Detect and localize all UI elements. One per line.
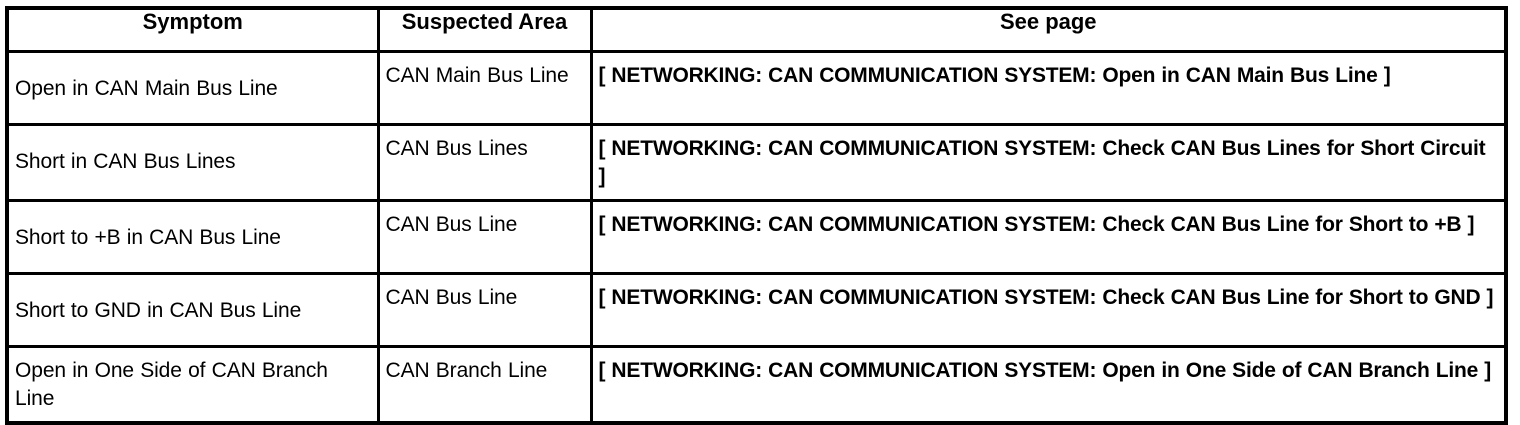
see-page-reference: [ NETWORKING: CAN COMMUNICATION SYSTEM: … [598, 213, 1475, 236]
cell-see-page: [ NETWORKING: CAN COMMUNICATION SYSTEM: … [591, 273, 1506, 348]
cell-suspected-area: CAN Bus Lines [378, 124, 593, 202]
symptom-text: Open in One Side of CAN Branch Line [15, 359, 328, 410]
table-row: Short to +B in CAN Bus Line CAN Bus Line… [7, 200, 1506, 275]
cell-suspected-area: CAN Bus Line [378, 273, 593, 348]
cell-see-page: [ NETWORKING: CAN COMMUNICATION SYSTEM: … [591, 200, 1506, 275]
table-body: Open in CAN Main Bus Line CAN Main Bus L… [7, 51, 1506, 423]
table-row: Short in CAN Bus Lines CAN Bus Lines [ N… [7, 124, 1506, 202]
cell-symptom: Open in CAN Main Bus Line [7, 51, 380, 126]
cell-symptom: Short to GND in CAN Bus Line [7, 273, 380, 348]
table-row: Open in One Side of CAN Branch Line CAN … [7, 346, 1506, 423]
see-page-reference: [ NETWORKING: CAN COMMUNICATION SYSTEM: … [598, 137, 1486, 188]
column-header-symptom-label: Symptom [142, 9, 243, 34]
table-header-row: Symptom Suspected Area See page [7, 8, 1506, 53]
suspected-area-text: CAN Bus Lines [385, 137, 528, 160]
symptom-text: Short to GND in CAN Bus Line [15, 299, 302, 322]
column-header-suspected-area-label: Suspected Area [401, 9, 568, 34]
cell-see-page: [ NETWORKING: CAN COMMUNICATION SYSTEM: … [591, 51, 1506, 126]
table-row: Open in CAN Main Bus Line CAN Main Bus L… [7, 51, 1506, 126]
see-page-reference: [ NETWORKING: CAN COMMUNICATION SYSTEM: … [598, 64, 1391, 87]
column-header-symptom: Symptom [7, 8, 380, 53]
cell-suspected-area: CAN Main Bus Line [378, 51, 593, 126]
cell-suspected-area: CAN Branch Line [378, 346, 593, 423]
column-header-suspected-area: Suspected Area [378, 8, 593, 53]
symptom-text: Open in CAN Main Bus Line [15, 77, 278, 100]
suspected-area-text: CAN Bus Line [385, 213, 518, 236]
cell-see-page: [ NETWORKING: CAN COMMUNICATION SYSTEM: … [591, 346, 1506, 423]
cell-see-page: [ NETWORKING: CAN COMMUNICATION SYSTEM: … [591, 124, 1506, 202]
column-header-see-page-label: See page [999, 9, 1097, 34]
table-row: Short to GND in CAN Bus Line CAN Bus Lin… [7, 273, 1506, 348]
suspected-area-text: CAN Bus Line [385, 286, 518, 309]
table-header: Symptom Suspected Area See page [7, 8, 1506, 53]
cell-symptom: Open in One Side of CAN Branch Line [7, 346, 380, 423]
suspected-area-text: CAN Main Bus Line [385, 64, 569, 87]
cell-symptom: Short to +B in CAN Bus Line [7, 200, 380, 275]
column-header-see-page: See page [591, 8, 1506, 53]
symptom-diagnosis-table: Symptom Suspected Area See page Open in … [5, 6, 1508, 425]
cell-suspected-area: CAN Bus Line [378, 200, 593, 275]
suspected-area-text: CAN Branch Line [385, 359, 548, 382]
symptom-text: Short in CAN Bus Lines [15, 150, 236, 173]
see-page-reference: [ NETWORKING: CAN COMMUNICATION SYSTEM: … [598, 286, 1494, 309]
cell-symptom: Short in CAN Bus Lines [7, 124, 380, 202]
see-page-reference: [ NETWORKING: CAN COMMUNICATION SYSTEM: … [598, 359, 1492, 382]
symptom-text: Short to +B in CAN Bus Line [15, 226, 281, 249]
